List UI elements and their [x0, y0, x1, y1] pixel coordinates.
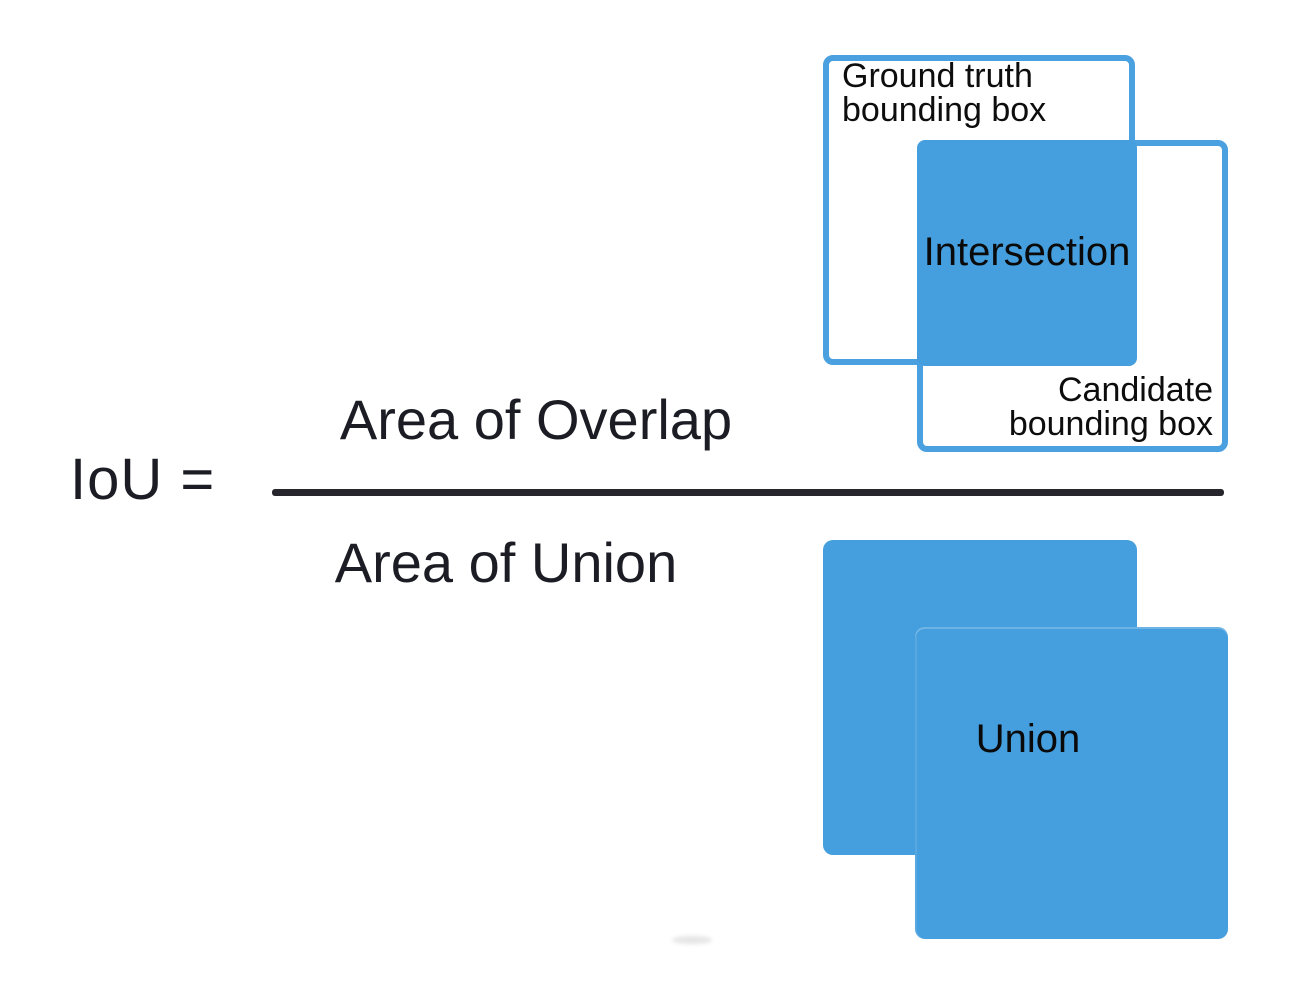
union-shape-bottom-right-rect [915, 627, 1228, 939]
ground-truth-label: Ground truth bounding box [842, 57, 1047, 129]
fraction-bar [272, 489, 1224, 496]
numerator-label: Area of Overlap [339, 388, 733, 451]
scan-smudge [672, 936, 712, 944]
formula-lhs: IoU = [70, 447, 216, 512]
union-label: Union [975, 717, 1081, 761]
candidate-label: Candidate bounding box [1008, 371, 1213, 443]
intersection-label: Intersection [923, 230, 1131, 274]
intersection-region [917, 140, 1137, 366]
denominator-label: Area of Union [334, 531, 678, 594]
